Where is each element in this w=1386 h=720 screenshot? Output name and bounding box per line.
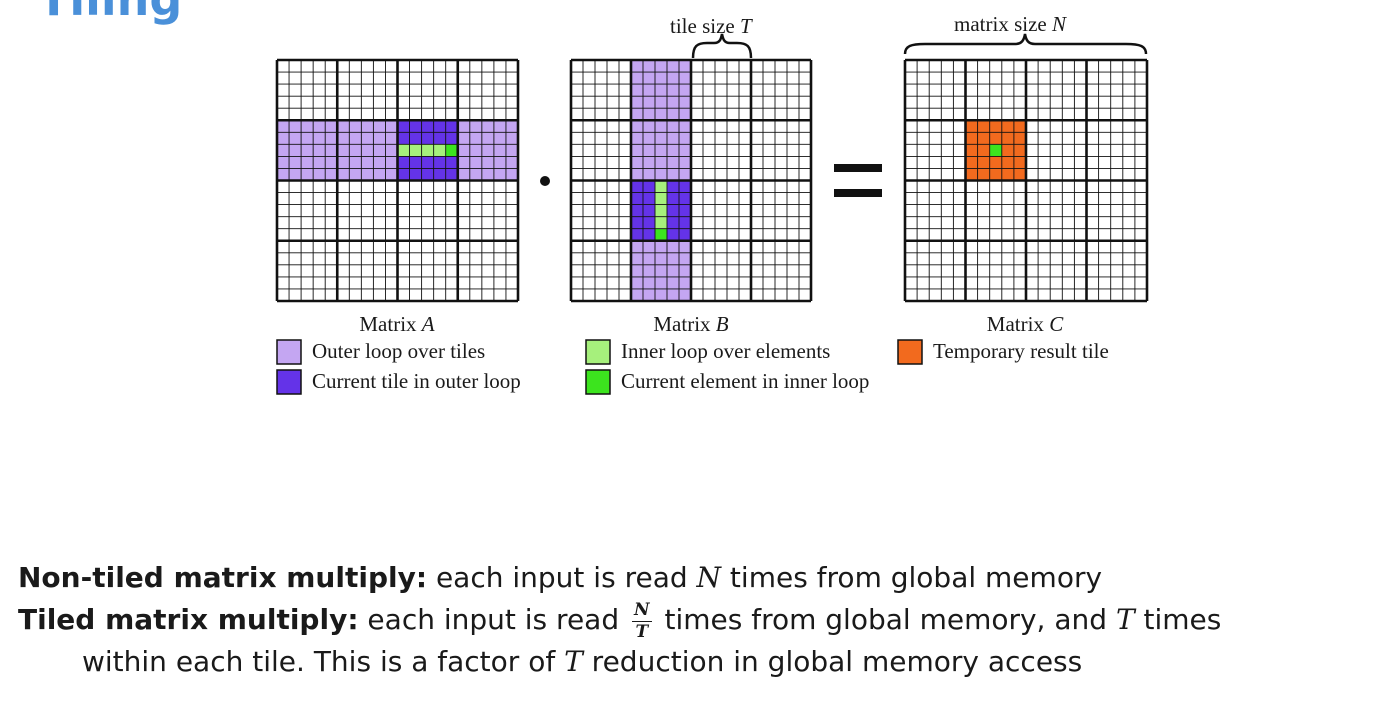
legend-label-inner-loop: Inner loop over elements: [621, 339, 830, 363]
non-tiled-text-1: each input is read: [427, 561, 697, 594]
equals-operator-bottom: [834, 189, 882, 197]
tiled-line-continued: within each tile. This is a factor of T …: [18, 641, 1378, 683]
legend-swatch-result-tile: [897, 339, 923, 365]
legend-swatch-current-tile: [276, 369, 302, 395]
tiled-text-2: times from global memory, and: [655, 603, 1116, 636]
matrix-c-caption: Matrix C: [987, 312, 1064, 336]
legend-swatch-inner-loop: [585, 339, 611, 365]
legend-label-result-tile: Temporary result tile: [933, 339, 1109, 363]
matrix-b: [569, 58, 813, 303]
multiply-dot-operator: [540, 176, 550, 186]
tiling-diagram: tile size T matrix size N Matrix A Matri…: [275, 12, 1149, 395]
fraction-denominator: T: [635, 621, 649, 642]
matrix-c-current-element: [989, 144, 1002, 157]
explanation-text: Non-tiled matrix multiply: each input is…: [18, 557, 1378, 683]
non-tiled-text-2: times from global memory: [721, 561, 1103, 594]
legend: Outer loop over tiles Current tile in ou…: [276, 339, 1109, 395]
tiled-var-t-2: T: [564, 645, 583, 678]
legend-swatch-current-element: [585, 369, 611, 395]
tiled-line: Tiled matrix multiply: each input is rea…: [18, 599, 1378, 641]
slide-title: Tiling: [38, 0, 182, 22]
tiled-text-5: reduction in global memory access: [582, 645, 1083, 678]
tiled-var-t: T: [1115, 603, 1135, 636]
matrix-a: [275, 58, 520, 303]
non-tiled-var-n: N: [696, 561, 722, 594]
tiled-heading: Tiled matrix multiply:: [18, 603, 359, 636]
matrix-size-label: matrix size N: [954, 12, 1067, 36]
legend-label-current-element: Current element in inner loop: [621, 369, 869, 393]
fraction-numerator: N: [632, 599, 652, 622]
legend-label-current-tile: Current tile in outer loop: [312, 369, 521, 393]
non-tiled-heading: Non-tiled matrix multiply:: [18, 561, 428, 594]
tiled-text-4: within each tile. This is a factor of: [82, 645, 565, 678]
matrix-c: [903, 58, 1149, 303]
matrix-b-current-element: [655, 228, 667, 241]
tiled-text-3: times: [1134, 603, 1222, 636]
tile-size-label: tile size T: [670, 14, 753, 38]
matrix-a-current-element: [445, 144, 458, 157]
legend-swatch-outer-loop: [276, 339, 302, 365]
matrix-size-brace: [903, 33, 1148, 55]
matrix-a-caption: Matrix A: [359, 312, 434, 336]
tiled-text-1: each input is read: [358, 603, 629, 636]
matrix-b-caption: Matrix B: [653, 312, 728, 336]
non-tiled-line: Non-tiled matrix multiply: each input is…: [18, 557, 1378, 599]
tile-size-brace: [691, 33, 753, 59]
legend-label-outer-loop: Outer loop over tiles: [312, 339, 485, 363]
equals-operator-top: [834, 164, 882, 172]
